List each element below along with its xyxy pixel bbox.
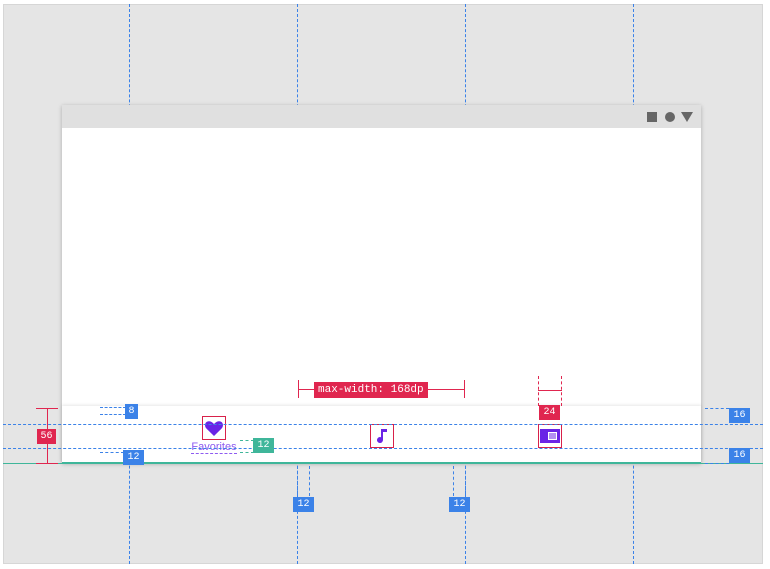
max-width-tick	[464, 380, 465, 398]
nav-item-news[interactable]	[538, 424, 562, 448]
padding-guide	[309, 466, 310, 496]
item-padding-right-badge: 12	[449, 497, 470, 512]
icon-bounds	[202, 416, 226, 440]
triangle-down-icon[interactable]	[681, 111, 693, 123]
height-badge: 56	[37, 429, 56, 444]
nav-item-favorites[interactable]	[202, 416, 226, 440]
icon-size-guide	[561, 376, 562, 406]
padding-guide	[100, 452, 124, 453]
padding-guide	[297, 466, 298, 496]
nav-item-music[interactable]	[370, 424, 394, 448]
height-tick	[36, 463, 58, 464]
heart-icon	[205, 421, 223, 436]
padding-guide	[705, 463, 729, 464]
icon-size-badge: 24	[539, 405, 560, 420]
max-width-label: max-width: 168dp	[314, 382, 428, 398]
app-window: Favorites	[62, 105, 701, 463]
bottom-side-badge: 16	[729, 448, 750, 463]
padding-guide	[453, 466, 454, 496]
square-icon[interactable]	[646, 111, 658, 123]
top-padding-badge: 8	[125, 404, 138, 419]
baseline-guide	[3, 463, 763, 464]
max-width-tick	[298, 380, 299, 398]
row-guide	[3, 424, 763, 425]
padding-guide	[100, 407, 126, 408]
title-bar	[62, 105, 701, 128]
icon-size-line	[538, 390, 562, 391]
bottom-padding-badge: 12	[123, 450, 144, 465]
label-gap-guide	[240, 452, 254, 453]
padding-guide	[705, 408, 729, 409]
bottom-navigation: Favorites	[62, 406, 701, 463]
height-tick	[36, 408, 58, 409]
news-icon	[540, 429, 560, 443]
padding-guide	[465, 466, 466, 496]
top-side-badge: 16	[729, 408, 750, 423]
row-guide	[3, 448, 763, 449]
item-padding-left-badge: 12	[293, 497, 314, 512]
label-gap-guide	[240, 440, 254, 441]
nav-bottom-line	[62, 462, 701, 463]
music-note-icon	[377, 429, 387, 444]
label-gap-badge: 12	[253, 438, 274, 453]
padding-guide	[100, 414, 126, 415]
nav-label-favorites: Favorites	[191, 441, 237, 454]
circle-icon[interactable]	[664, 111, 676, 123]
icon-size-guide	[538, 376, 539, 406]
